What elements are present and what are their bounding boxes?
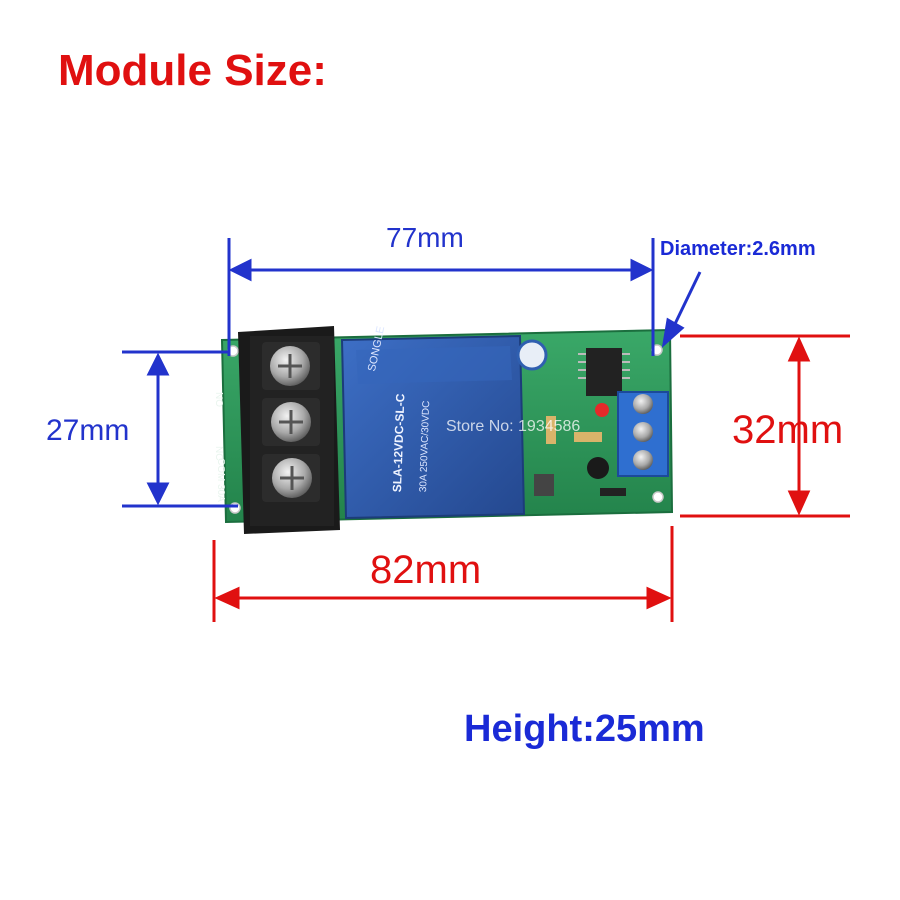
arrow-down-icon <box>146 482 170 506</box>
page-title: Module Size: <box>58 46 327 95</box>
dimension-label-height: Height:25mm <box>464 708 705 750</box>
capacitor <box>587 457 609 479</box>
transistor <box>534 474 554 496</box>
ic-chip <box>586 348 622 396</box>
screw-icon <box>633 394 653 414</box>
arrow-right-icon <box>630 258 654 282</box>
led-indicator <box>595 403 609 417</box>
dimension-lines-blue <box>122 238 702 508</box>
dimension-label-27mm: 27mm <box>46 414 130 447</box>
diameter-leader <box>672 271 702 327</box>
arrow-left-icon <box>228 258 252 282</box>
arrow-up-icon <box>787 336 811 362</box>
diode <box>600 488 626 496</box>
arrow-left-icon <box>214 586 240 610</box>
screw-icon <box>633 450 653 470</box>
arrow-right-icon <box>646 586 672 610</box>
screw-terminal-block <box>238 326 340 534</box>
dimension-label-77mm: 77mm <box>386 222 464 253</box>
watermark: Store No: 1934586 <box>446 418 581 435</box>
dimension-lines-red <box>212 334 850 622</box>
relay <box>340 334 526 520</box>
mounting-hole <box>652 491 664 503</box>
components <box>516 339 669 496</box>
arrow-up-icon <box>146 352 170 376</box>
dimension-label-32mm: 32mm <box>732 408 844 452</box>
screw-icon <box>633 422 653 442</box>
arrow-diagonal-icon <box>661 317 685 348</box>
resistor <box>546 416 556 444</box>
terminal-label-com: COM 30A <box>215 458 226 502</box>
arrow-down-icon <box>787 490 811 516</box>
dimension-label-diameter: Diameter:2.6mm <box>660 238 816 260</box>
dimension-label-82mm: 82mm <box>370 548 482 592</box>
potentiometer <box>516 339 548 371</box>
terminal-label-no: NO <box>213 392 224 407</box>
resistor <box>574 432 602 442</box>
